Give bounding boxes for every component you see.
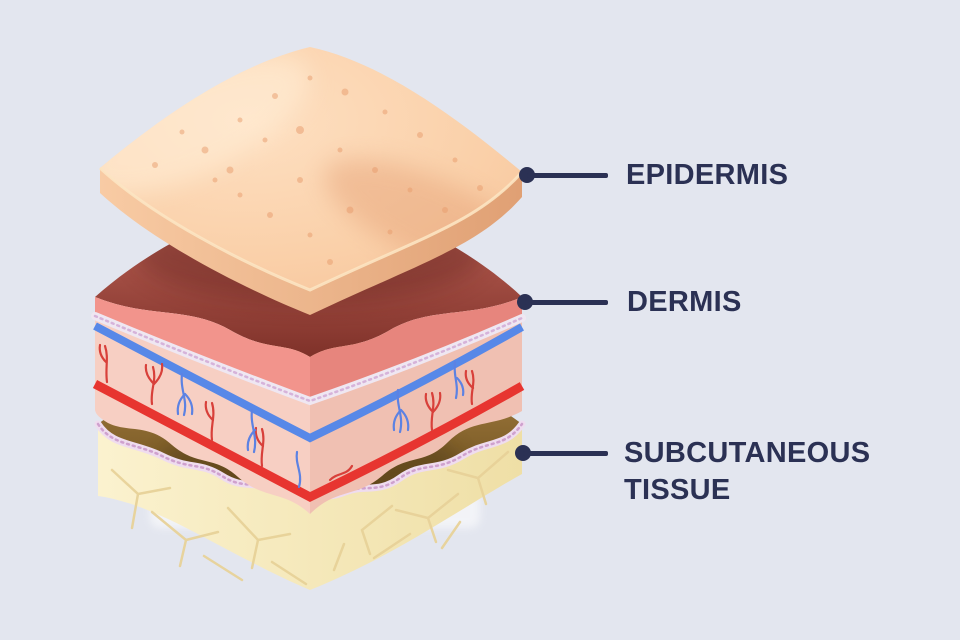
dermis-papillary-strip-right — [310, 297, 522, 401]
blood-vessel-red — [92, 380, 525, 503]
blood-vessel-blue — [93, 322, 524, 443]
dermis-papillary-strip-left — [95, 297, 310, 401]
epidermis-edge-highlight — [98, 166, 524, 292]
blue-capillaries — [176, 360, 465, 489]
dermis-junction-band — [91, 312, 526, 406]
red-capillaries — [98, 343, 475, 482]
fat-cells — [110, 450, 510, 586]
epidermis-side-face — [100, 168, 522, 315]
skin-pores — [152, 75, 483, 265]
